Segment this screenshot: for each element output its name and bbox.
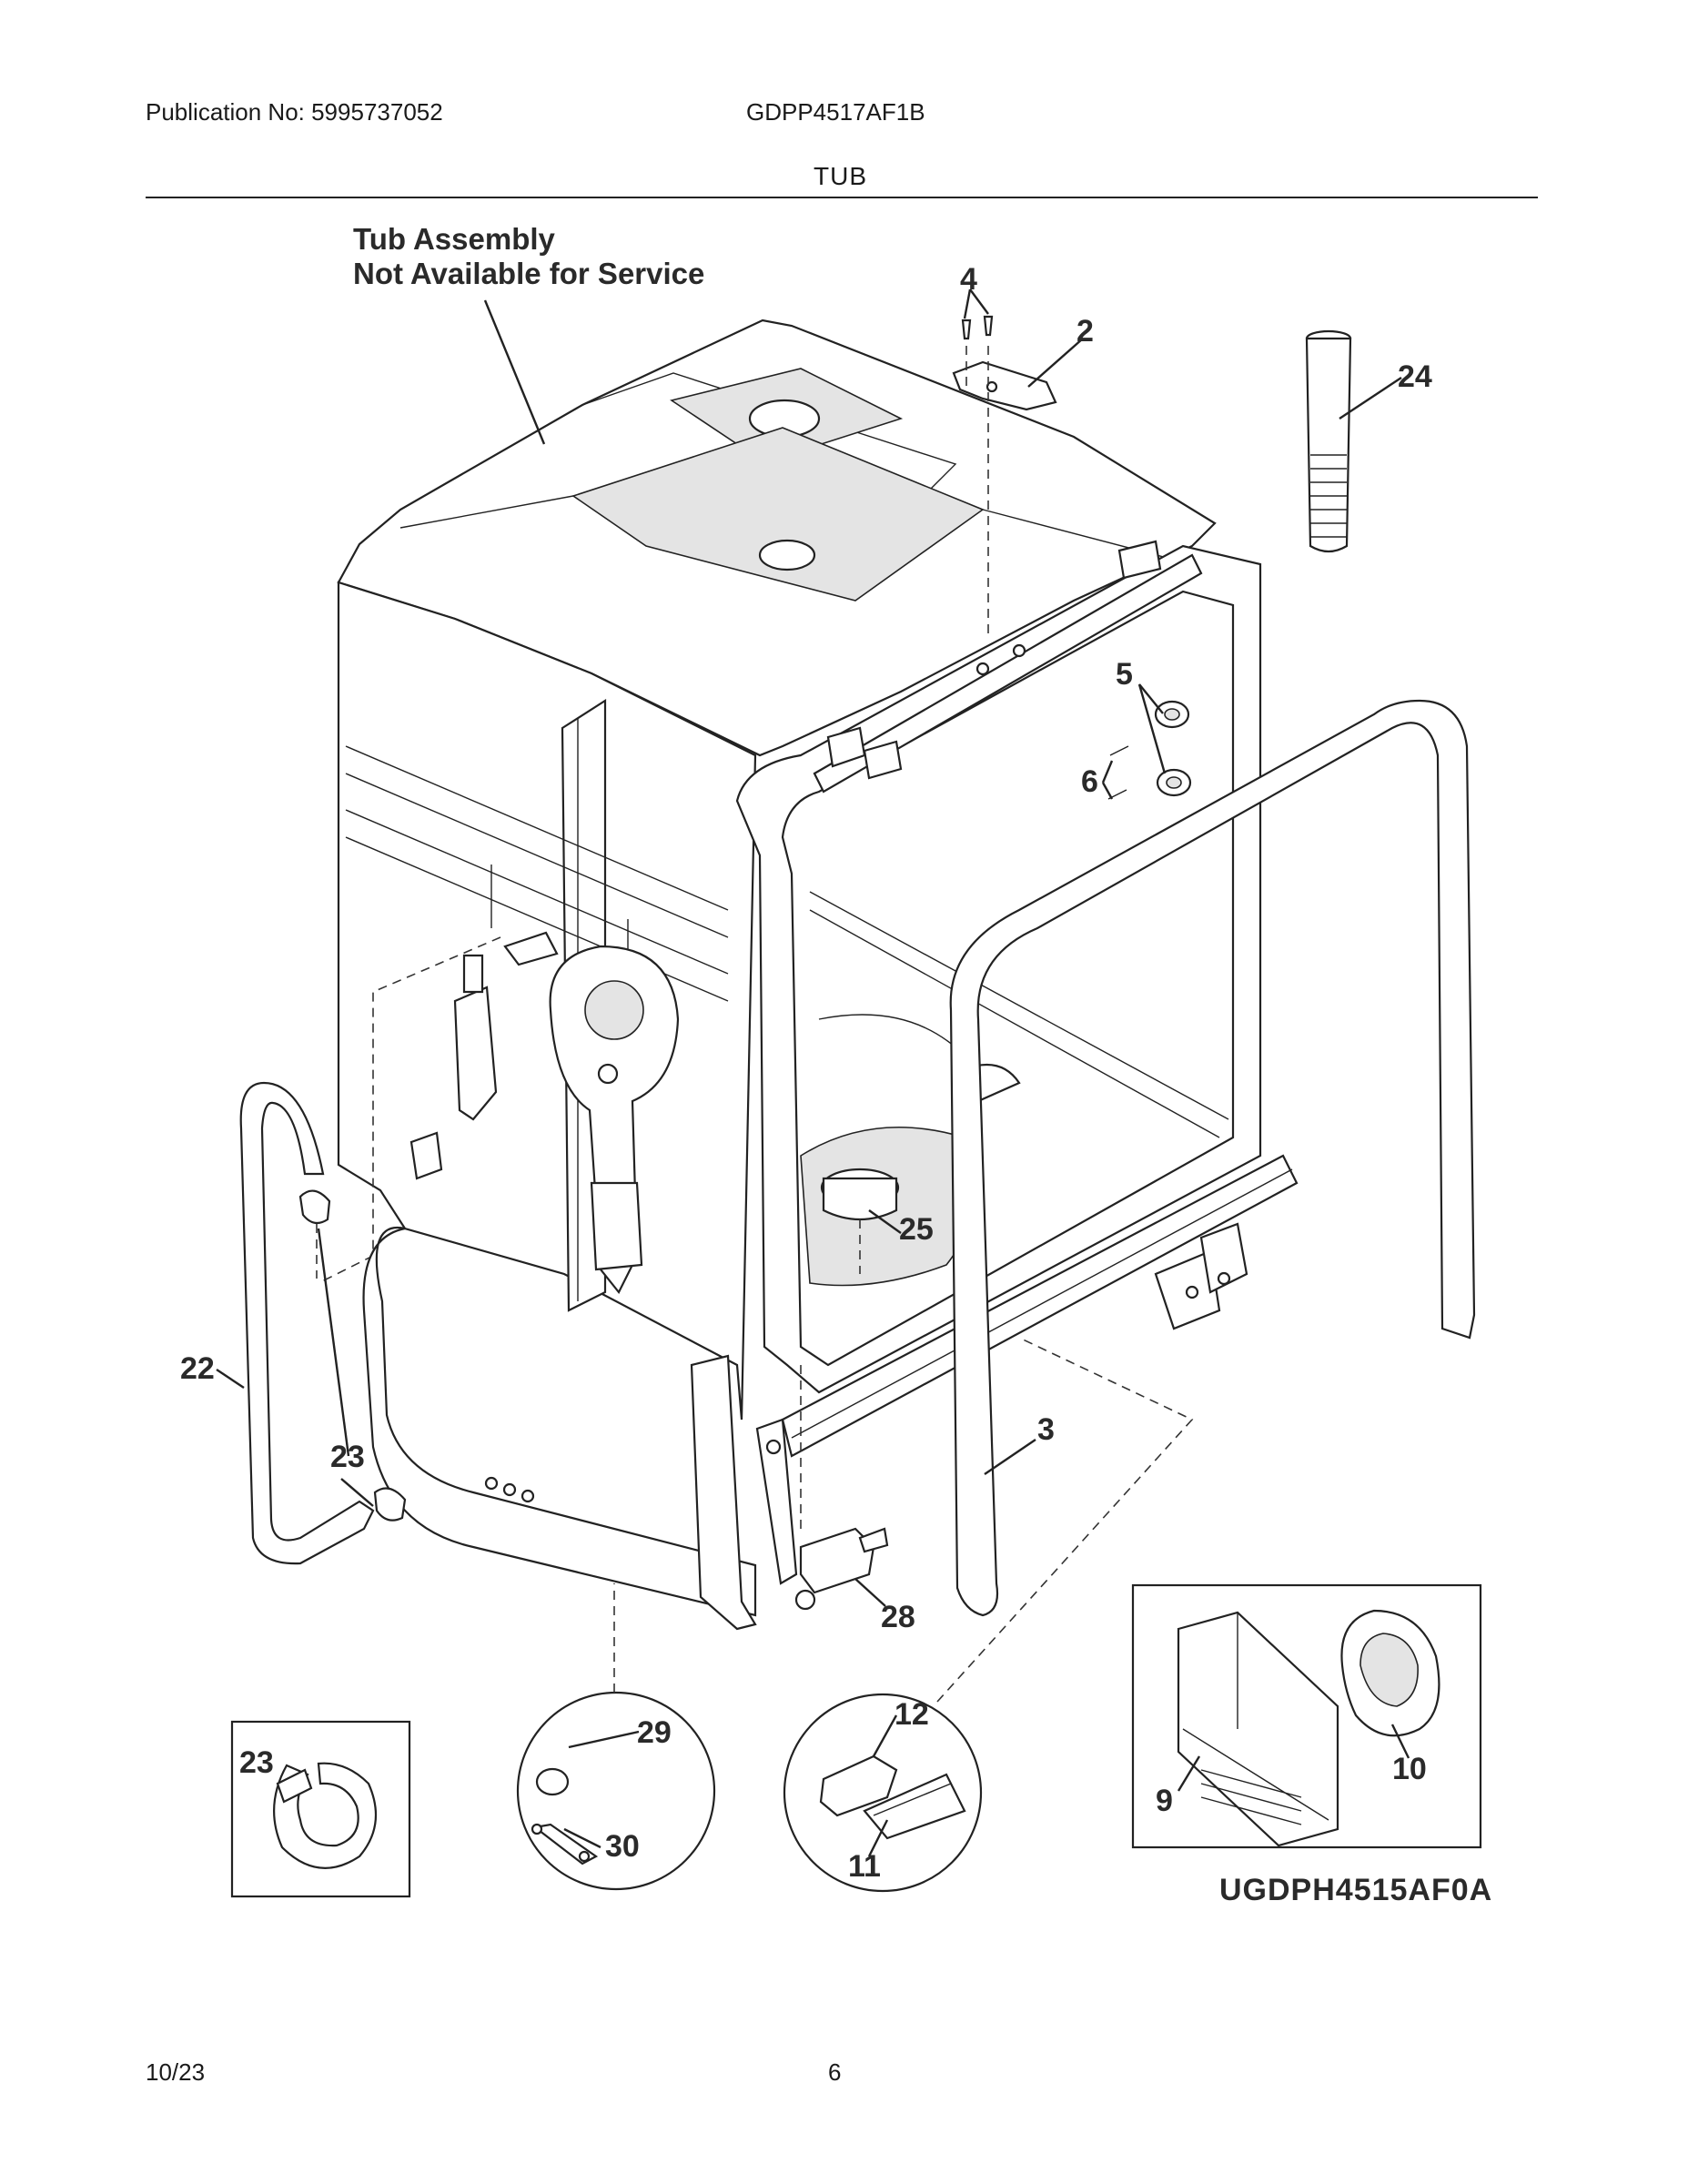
callout-9: 9 — [1156, 1784, 1173, 1818]
callout-23-inset: 23 — [239, 1745, 274, 1780]
inset-box-23 — [230, 1720, 411, 1898]
callout-25: 25 — [899, 1212, 934, 1247]
rack-roller-parts-5-6 — [1107, 700, 1192, 800]
publication-number: Publication No: 5995737052 — [146, 98, 443, 126]
inset-box-9-10 — [1131, 1583, 1482, 1849]
header-divider — [146, 197, 1538, 198]
door-gasket — [949, 699, 1476, 1617]
callout-28: 28 — [881, 1600, 915, 1634]
callout-30: 30 — [605, 1829, 640, 1864]
callout-23: 23 — [330, 1440, 365, 1474]
callout-10: 10 — [1392, 1752, 1427, 1786]
tub-assembly-note-line2: Not Available for Service — [353, 257, 704, 290]
screw-part-4-b — [983, 315, 994, 337]
callout-4: 4 — [960, 262, 977, 297]
footer-page-number: 6 — [828, 2058, 842, 2086]
leader-lines — [216, 288, 1410, 1857]
section-title: TUB — [814, 162, 867, 190]
callout-2: 2 — [1076, 314, 1094, 349]
callout-3: 3 — [1037, 1412, 1055, 1447]
tub-assembly-note-line1: Tub Assembly — [353, 222, 556, 256]
clamp-part-23-lower — [373, 1487, 407, 1522]
inset-circle-29-30 — [516, 1691, 716, 1891]
callout-11: 11 — [848, 1849, 881, 1884]
diagram-code: UGDPH4515AF0A — [1219, 1873, 1492, 1907]
callout-22: 22 — [180, 1351, 215, 1386]
tub-assembly — [318, 318, 1299, 1631]
fill-hose-part-22 — [239, 1081, 375, 1565]
callout-6: 6 — [1081, 764, 1098, 799]
screw-part-4-a — [961, 318, 972, 340]
hinge-part-2 — [952, 360, 1057, 411]
drain-hose-part-24 — [1305, 329, 1352, 553]
callout-24: 24 — [1398, 359, 1432, 394]
model-number: GDPP4517AF1B — [746, 98, 925, 126]
clamp-part-23-upper — [298, 1189, 331, 1225]
callout-12: 12 — [895, 1697, 929, 1732]
footer-date: 10/23 — [146, 2058, 206, 2086]
inset-circle-11-12 — [783, 1693, 983, 1893]
callout-29: 29 — [637, 1715, 672, 1750]
callout-5: 5 — [1116, 657, 1133, 692]
part-28 — [794, 1365, 889, 1611]
